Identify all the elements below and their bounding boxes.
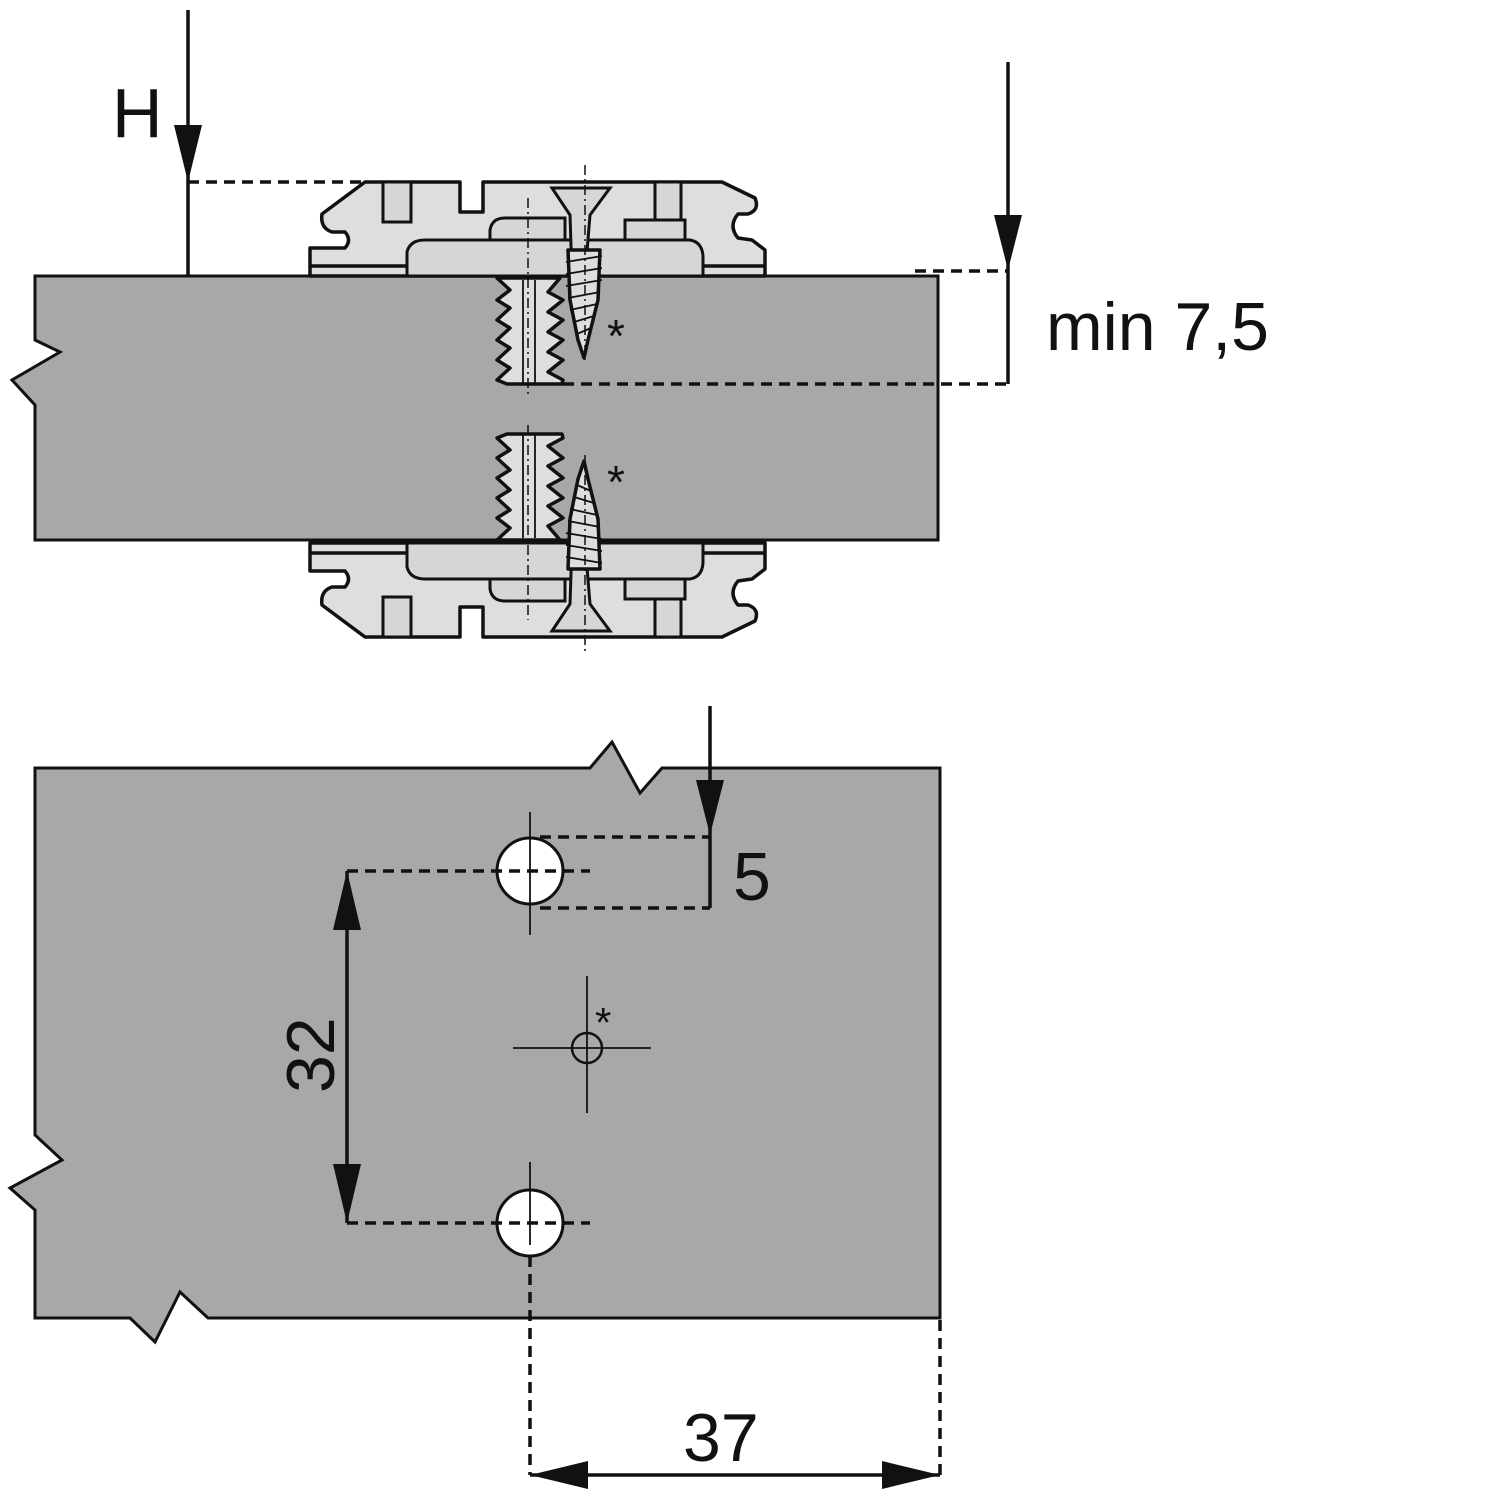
bottom-mounting-plate xyxy=(308,541,767,639)
panel-face xyxy=(7,739,942,1345)
side-section-view: H min 7,5 * * xyxy=(9,10,1269,655)
arrow-down-icon xyxy=(696,780,724,835)
arrow-left-icon xyxy=(530,1461,588,1489)
panel-section xyxy=(9,274,940,542)
h-label: H xyxy=(112,74,163,152)
note-marker: * xyxy=(607,310,625,362)
note-marker: * xyxy=(607,456,625,508)
min-depth-label: min 7,5 xyxy=(1046,289,1269,365)
top-mounting-plate xyxy=(308,180,767,278)
arrow-down-icon xyxy=(174,125,202,182)
note-marker: * xyxy=(595,999,611,1046)
arrow-up-icon xyxy=(333,871,361,930)
arrow-right-icon xyxy=(882,1461,940,1489)
hole-spacing-label: 32 xyxy=(273,1017,349,1093)
arrow-down-icon xyxy=(333,1164,361,1223)
edge-offset-label: 5 xyxy=(733,839,771,915)
arrow-down-icon xyxy=(994,215,1022,270)
setback-label: 37 xyxy=(683,1400,759,1476)
drilling-pattern-view: * 5 32 37 xyxy=(7,706,942,1489)
